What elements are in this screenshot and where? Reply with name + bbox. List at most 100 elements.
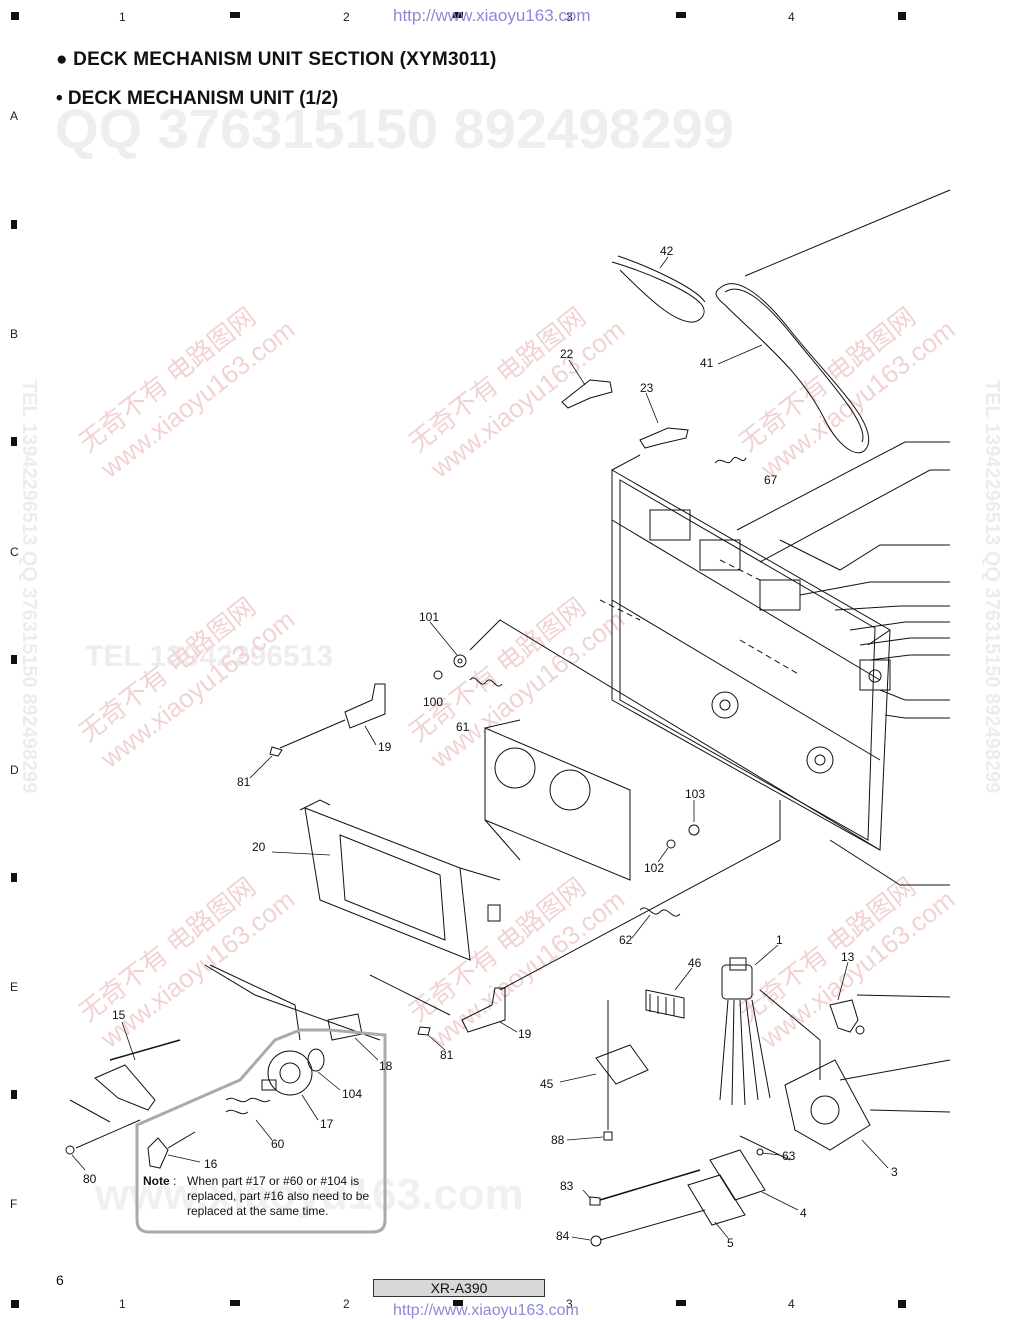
plate-5 (687, 1174, 746, 1226)
screw-80 (65, 1145, 75, 1155)
spring-62 (639, 907, 681, 917)
screw-81 (269, 746, 283, 757)
callout-62: 62 (619, 933, 633, 947)
capstan-flywheel (806, 746, 834, 774)
footer-url[interactable]: http://www.xiaoyu163.com (393, 1302, 579, 1319)
grid-row-b: B (10, 327, 19, 341)
callout-45: 45 (540, 1077, 554, 1091)
head-base-3 (784, 1059, 871, 1151)
callout-63: 63 (782, 1149, 796, 1163)
grid-row-f: F (10, 1197, 18, 1211)
gear-shaft-16 (147, 1137, 169, 1169)
callout-15: 15 (112, 1008, 126, 1022)
callout-19: 19 (518, 1027, 532, 1041)
washer-103 (688, 824, 700, 836)
callout-104: 104 (342, 1087, 363, 1101)
leader-line (744, 189, 951, 277)
registration-mark (11, 655, 17, 664)
callout-102: 102 (644, 861, 665, 875)
callout-17: 17 (320, 1117, 334, 1131)
slider-19 (344, 683, 386, 729)
callout-101: 101 (419, 610, 440, 624)
note-text: When part #17 or #60 or #104 is replaced… (187, 1174, 370, 1218)
registration-mark (676, 12, 686, 18)
washer-100 (433, 670, 443, 680)
washer-101 (453, 654, 467, 668)
slider-19 (461, 987, 506, 1033)
grid-row-a: A (10, 109, 19, 123)
callout-67: 67 (764, 473, 778, 487)
registration-mark (11, 12, 19, 20)
watermark-qq: QQ 376315150 892498299 (55, 97, 734, 160)
pcb-45 (595, 1044, 649, 1085)
spring-61 (469, 677, 503, 687)
grid-col-2: 2 (343, 1297, 350, 1311)
callout-81: 81 (440, 1048, 454, 1062)
registration-mark (230, 12, 240, 18)
callout-19: 19 (378, 740, 392, 754)
grid-col-3: 3 (566, 10, 573, 24)
registration-mark (11, 220, 17, 229)
callout-42: 42 (660, 244, 674, 258)
main-chassis (611, 469, 891, 851)
washer-104 (307, 1048, 325, 1072)
callout-3: 3 (891, 1165, 898, 1179)
callout-22: 22 (560, 347, 574, 361)
callout-4: 4 (800, 1206, 807, 1220)
head-1 (721, 964, 753, 1000)
registration-mark (11, 873, 17, 882)
callout-61: 61 (456, 720, 470, 734)
callout-20: 20 (252, 840, 266, 854)
watermark-bottom: www.xiaoyu163.com (95, 1170, 524, 1219)
registration-mark (676, 1300, 686, 1306)
note-frame (135, 1028, 387, 1234)
registration-mark (898, 1300, 906, 1308)
page-number: 6 (56, 1272, 64, 1288)
screw-81 (417, 1026, 431, 1036)
bracket-15 (94, 1064, 156, 1111)
leader-line (736, 441, 950, 531)
registration-mark (453, 1300, 463, 1306)
grid-col-3: 3 (566, 1297, 573, 1311)
registration-mark (898, 12, 906, 20)
bracket-4 (709, 1149, 766, 1201)
callout-46: 46 (688, 956, 702, 970)
callout-41: 41 (700, 356, 714, 370)
grid-col-4: 4 (788, 10, 795, 24)
spring-60 (225, 1097, 271, 1103)
callout-83: 83 (560, 1179, 574, 1193)
lever-13 (829, 999, 859, 1033)
registration-mark (453, 12, 463, 18)
grid-col-2: 2 (343, 10, 350, 24)
connector-46 (645, 989, 685, 1019)
screw-84 (590, 1235, 602, 1247)
callout-103: 103 (685, 787, 706, 801)
callout-1: 1 (776, 933, 783, 947)
registration-mark (230, 1300, 240, 1306)
belt-41 (715, 283, 870, 454)
grid-row-c: C (10, 545, 19, 559)
callout-23: 23 (640, 381, 654, 395)
door-frame-20 (304, 807, 471, 961)
washer-102 (666, 839, 676, 849)
grid-row-d: D (10, 763, 19, 777)
section-title: ● DECK MECHANISM UNIT SECTION (XYM3011) (56, 49, 497, 70)
washer-63 (756, 1148, 764, 1156)
grid-col-1: 1 (119, 1297, 126, 1311)
shaft-15 (109, 1039, 181, 1061)
capstan-flywheel (711, 691, 739, 719)
callout-18: 18 (379, 1059, 393, 1073)
callout-81: 81 (237, 775, 251, 789)
watermark-tel: TEL 13942296513 (85, 640, 333, 673)
note-label: Note (143, 1174, 170, 1188)
registration-mark (11, 1090, 17, 1099)
part-22 (561, 379, 613, 409)
note: Note : When part #17 or #60 or #104 is r… (137, 1174, 387, 1219)
part-23 (639, 427, 689, 449)
screw-88 (603, 1131, 613, 1141)
model-label: XR-A390 (373, 1279, 545, 1297)
callout-60: 60 (271, 1137, 285, 1151)
header-url[interactable]: http://www.xiaoyu163.com (393, 6, 591, 25)
callout-100: 100 (423, 695, 444, 709)
